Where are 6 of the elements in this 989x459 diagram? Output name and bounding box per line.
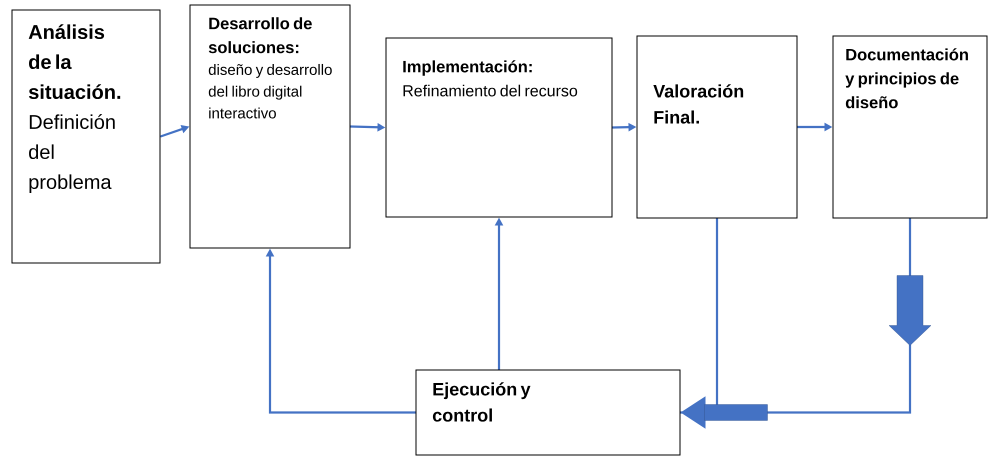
process-box: Valoración Final. — [636, 36, 798, 218]
process-box: Documentación y principios de diseño — [832, 36, 988, 218]
process-box: Ejecución y control — [416, 370, 680, 456]
process-box: Implementación: Refinamiento del recurso — [386, 38, 612, 218]
process-box: Análisis de la situación. Definición del problema — [12, 10, 160, 264]
process-box: Desarrollo de soluciones: diseño y desarrollo del libro digital interactivo — [190, 4, 350, 248]
